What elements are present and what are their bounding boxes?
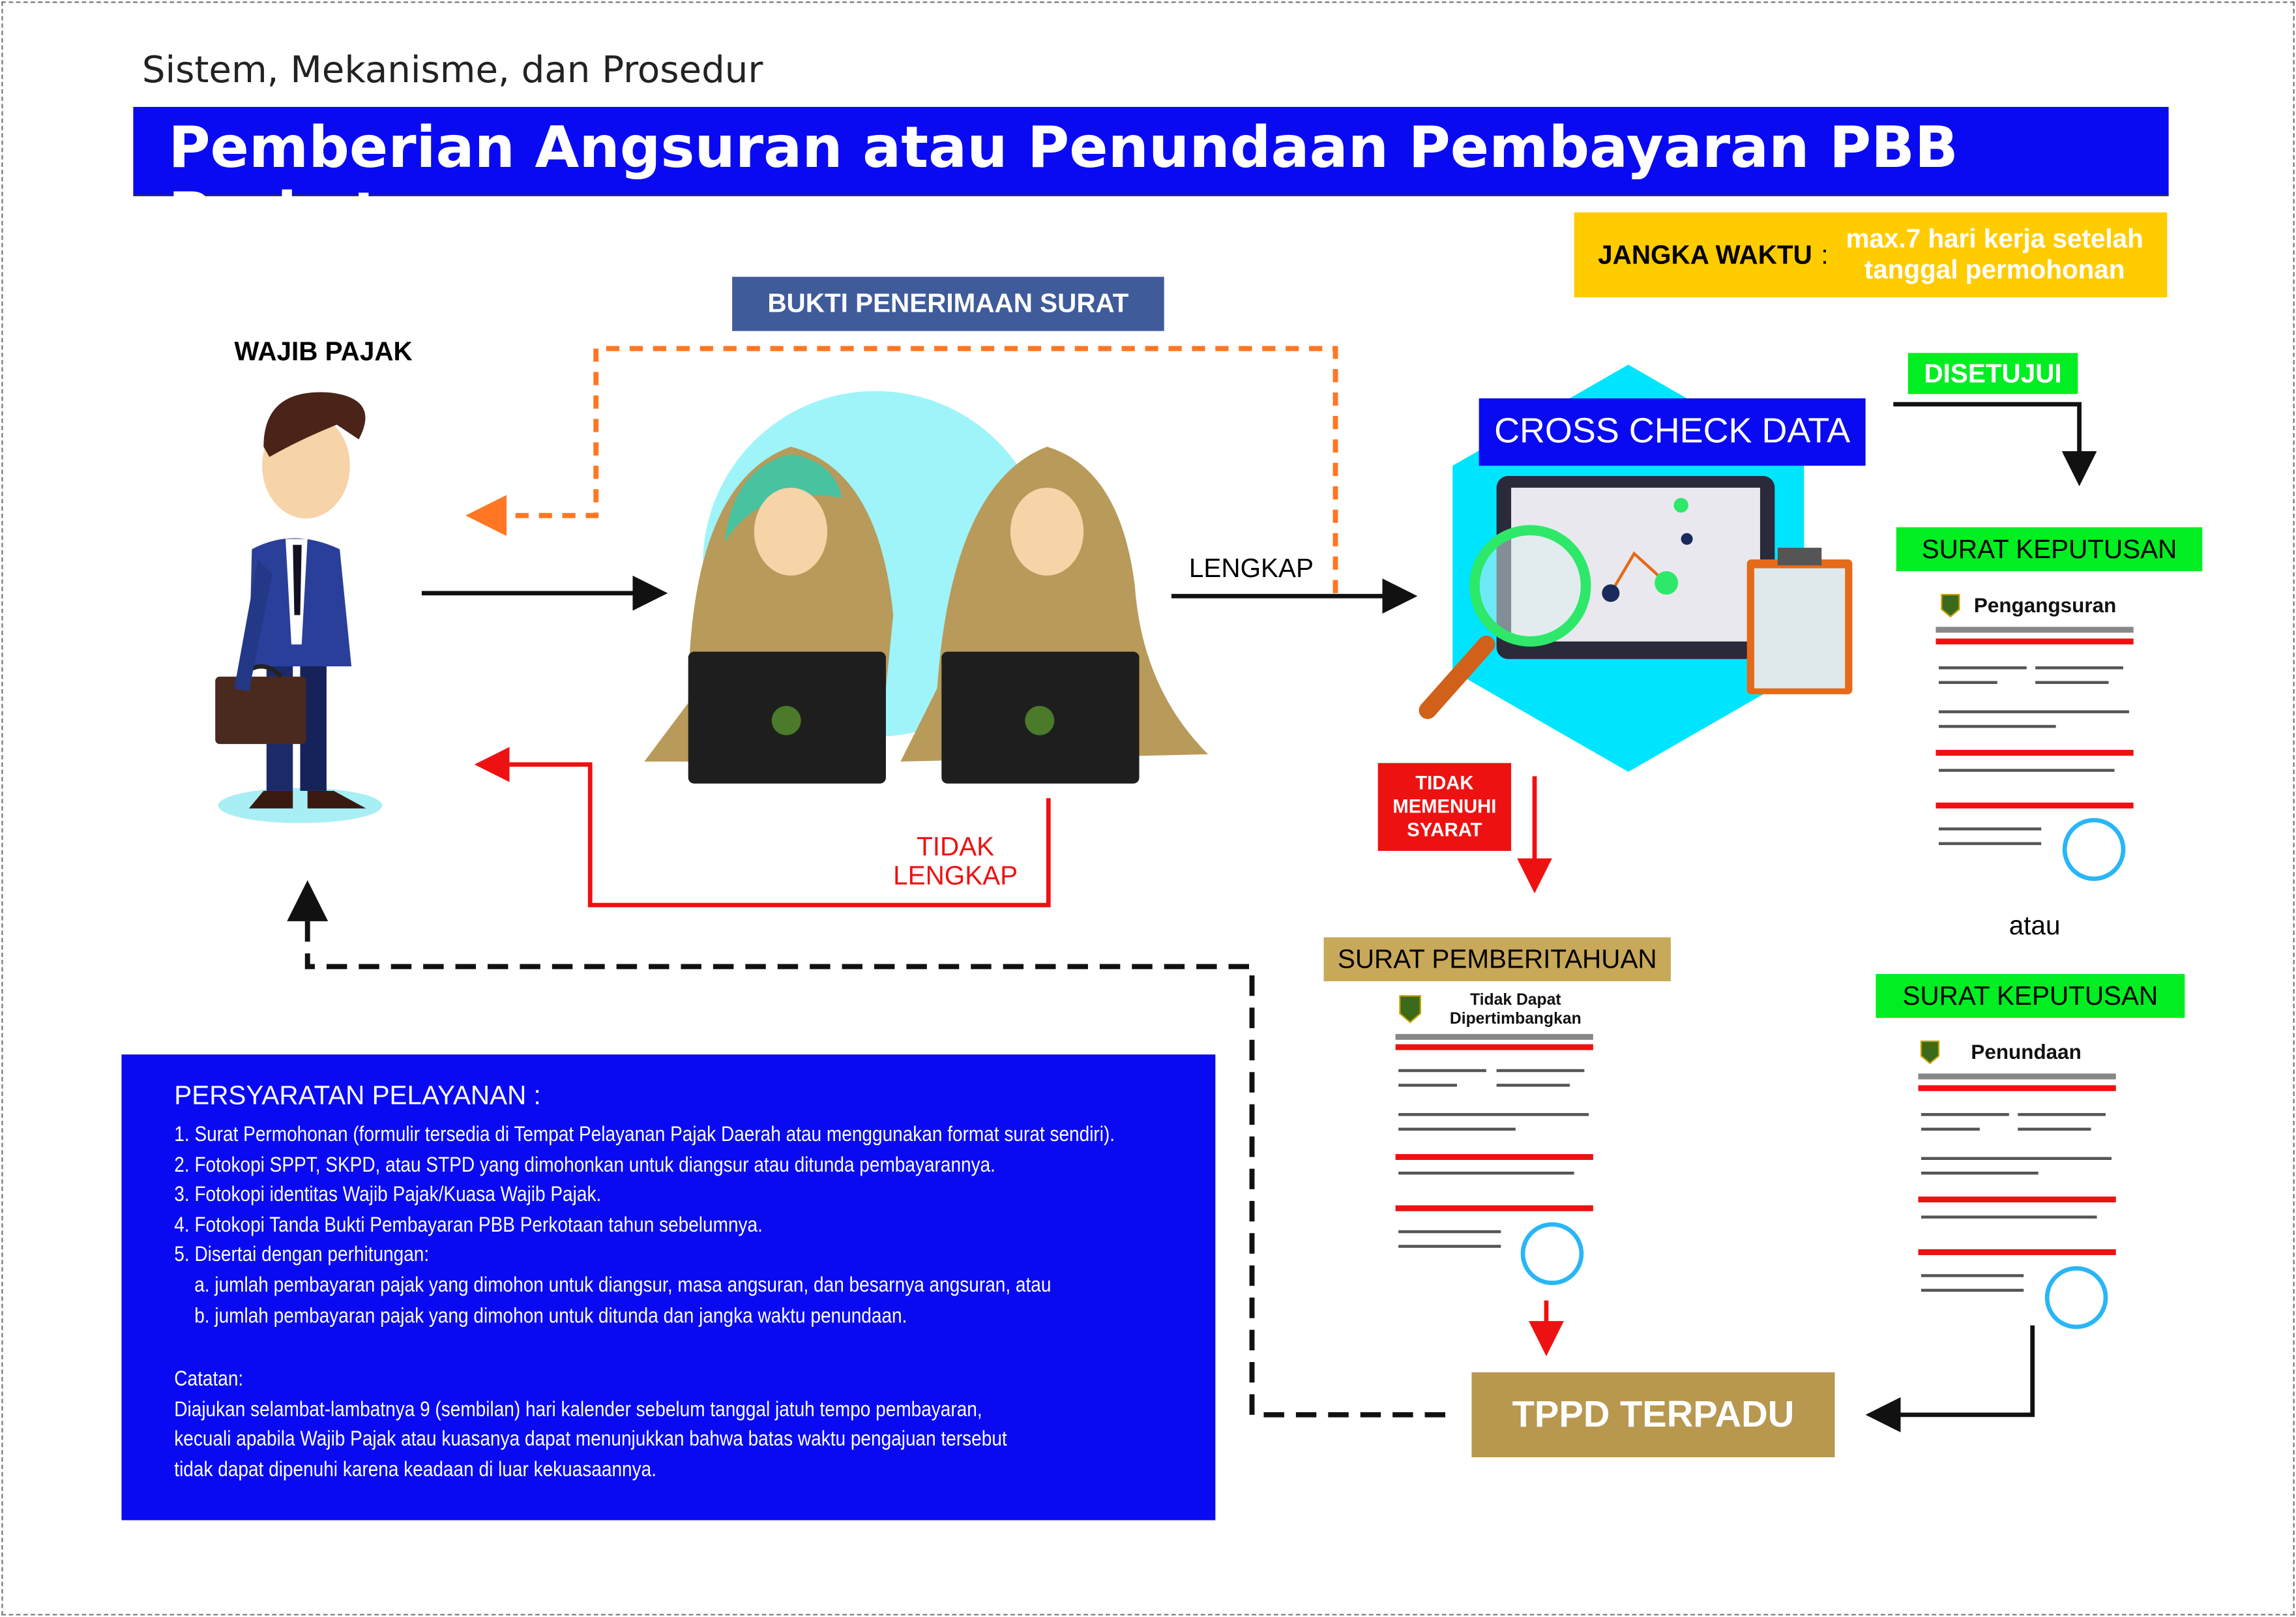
tppd-label: TPPD TERPADU <box>1471 1372 1835 1457</box>
note-line: tidak dapat dipenuhi karena keadaan di l… <box>174 1458 657 1482</box>
not-eligible-line1: TIDAK <box>1415 771 1474 794</box>
requirement-item: 1. Surat Permohonan (formulir tersedia d… <box>174 1123 1115 1147</box>
title-bar: Pemberian Angsuran atau Penundaan Pembay… <box>133 106 2169 248</box>
decision-to-tppd-arrow <box>1865 1325 2035 1432</box>
document-penundaan <box>1918 1073 2116 1329</box>
deadline-label: JANGKA WAKTU <box>1598 239 1812 269</box>
decision-1-doc-title: Pengangsuran <box>1973 593 2117 617</box>
emblem-icon <box>1399 593 1960 1065</box>
receipt-label: BUKTI PENERIMAAN SURAT <box>732 276 1164 331</box>
note-line: Diajukan selambat-lambatnya 9 (sembilan)… <box>174 1398 982 1422</box>
requirement-item: 5. Disertai dengan perhitungan: <box>174 1243 430 1268</box>
requirements-list: 1. Surat Permohonan (formulir tersedia d… <box>174 1120 1257 1331</box>
incomplete-line1: TIDAK <box>917 831 995 861</box>
requirement-subitem: b. jumlah pembayaran pajak yang dimohon … <box>194 1304 907 1328</box>
requirements-note: Catatan: Diajukan selambat-lambatnya 9 (… <box>174 1365 1257 1485</box>
clerk-illustration-left <box>644 447 894 784</box>
taxpayer-illustration <box>215 392 383 823</box>
document-pengangsuran <box>1935 627 2134 882</box>
deadline-box: JANGKA WAKTU : max.7 hari kerja setelah … <box>1574 212 2168 297</box>
document-notification <box>1395 1033 1593 1286</box>
deadline-value-line2: tanggal permohonan <box>1864 254 2125 284</box>
requirements-heading: PERSYARATAN PELAYANAN : <box>174 1080 541 1110</box>
taxpayer-label: WAJIB PAJAK <box>234 336 413 366</box>
incomplete-arrow <box>474 747 1051 908</box>
cross-check-label: CROSS CHECK DATA <box>1479 398 1866 466</box>
approved-arrow <box>1893 402 2097 486</box>
or-label: atau <box>2009 911 2061 941</box>
notification-doc-title-line2: Dipertimbangkan <box>1449 1010 1582 1028</box>
requirement-item: 2. Fotokopi SPPT, SKPD, atau STPD yang d… <box>174 1153 995 1178</box>
not-eligible-label: TIDAK MEMENUHI SYARAT <box>1377 763 1512 852</box>
decision-2-label: SURAT KEPUTUSAN <box>1876 973 2185 1018</box>
requirement-subitem: a. jumlah pembayaran pajak yang dimohon … <box>194 1274 1052 1298</box>
notification-doc-title: Tidak Dapat Dipertimbangkan <box>1435 992 1596 1030</box>
incomplete-line2: LENGKAP <box>893 861 1018 891</box>
notification-label: SURAT PEMBERITAHUAN <box>1323 937 1671 981</box>
tppd-to-taxpayer-arrow <box>287 880 1445 1417</box>
clerk-illustration-right <box>900 447 1209 784</box>
note-heading: Catatan: <box>174 1367 244 1391</box>
not-eligible-line2: MEMENUHI <box>1392 795 1497 818</box>
page-subtitle: Sistem, Mekanisme, dan Prosedur <box>141 48 763 91</box>
requirement-item: 4. Fotokopi Tanda Bukti Pembayaran PBB P… <box>174 1213 763 1238</box>
not-eligible-line3: SYARAT <box>1407 818 1482 841</box>
incomplete-label: TIDAK LENGKAP <box>879 832 1033 891</box>
page-title: Pemberian Angsuran atau Penundaan Pembay… <box>168 115 1958 248</box>
complete-label: LENGKAP <box>1188 554 1314 583</box>
deadline-value-line1: max.7 hari kerja setelah <box>1846 224 2143 254</box>
deadline-separator: : <box>1821 239 1829 269</box>
decision-1-label: SURAT KEPUTUSAN <box>1896 527 2203 572</box>
cross-check-illustration <box>1419 364 1853 772</box>
decision-2-doc-title: Penundaan <box>1971 1039 2082 1063</box>
receipt-return-arrow <box>465 346 1338 593</box>
notification-doc-title-line1: Tidak Dapat <box>1470 991 1561 1009</box>
requirements-box: PERSYARATAN PELAYANAN : 1. Surat Permoho… <box>121 1054 1216 1521</box>
requirement-item: 3. Fotokopi identitas Wajib Pajak/Kuasa … <box>174 1183 602 1208</box>
note-line: kecuali apabila Wajib Pajak atau kuasany… <box>174 1428 1007 1452</box>
approved-label: DISETUJUI <box>1907 353 2078 394</box>
